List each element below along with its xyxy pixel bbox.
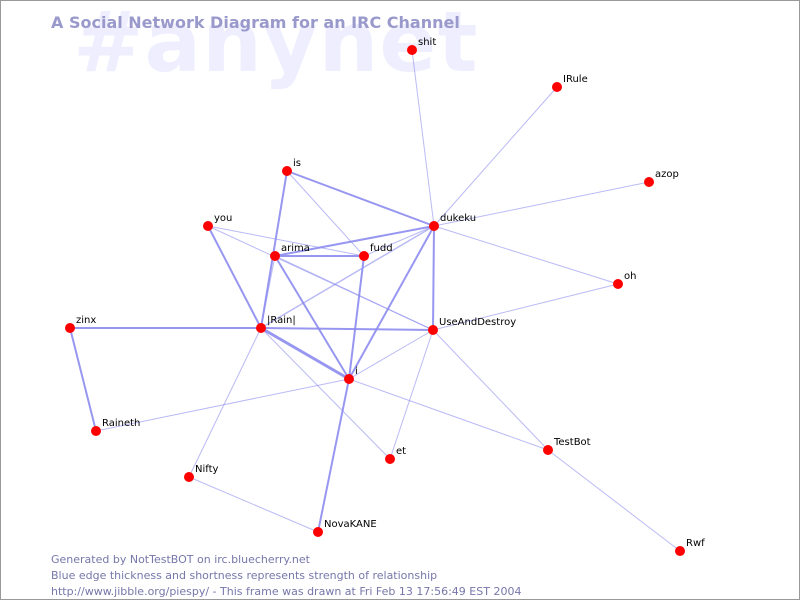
node-i: i [344, 366, 358, 384]
node-you: you [203, 213, 232, 231]
node-label: fudd [370, 243, 393, 254]
node-marker [344, 374, 354, 384]
edge-fudd-i [348, 255, 365, 380]
node-label: Raineth [102, 418, 140, 429]
node-marker [184, 472, 194, 482]
edge-i-raineth [95, 378, 350, 432]
edge-i-novakane [317, 378, 350, 533]
node-label: zinx [76, 315, 96, 326]
node-marker [313, 527, 323, 537]
node-label: Nifty [195, 464, 219, 475]
node-label: you [214, 213, 232, 224]
footer-legend-note: Blue edge thickness and shortness repres… [51, 569, 438, 582]
node-label: UseAndDestroy [439, 317, 516, 328]
edge-arima-useanddestroy [274, 255, 434, 331]
node-label: et [396, 446, 406, 457]
node-testbot: TestBot [543, 437, 591, 455]
edge-is-rain [260, 170, 288, 329]
edge-is-dukeku [286, 170, 435, 227]
node-oh: oh [613, 271, 636, 289]
edge-useanddestroy-et [389, 329, 434, 460]
edge-testbot-rwf [547, 449, 681, 552]
node-novakane: NovaKANE [313, 519, 377, 537]
node-label: IRule [563, 74, 588, 85]
node-zinx: zinx [65, 315, 96, 333]
node-shit: shit [407, 37, 436, 55]
node-marker [407, 45, 417, 55]
node-marker [428, 325, 438, 335]
edge-azop-dukeku [433, 181, 650, 227]
edge-i-testbot [348, 378, 549, 451]
node-label: is [293, 158, 301, 169]
node-marker [203, 221, 213, 231]
footer-generated-by: Generated by NotTestBOT on irc.bluecherr… [51, 553, 310, 566]
node-marker [256, 323, 266, 333]
node-useanddestroy: UseAndDestroy [428, 317, 516, 335]
node-label: Rwf [686, 538, 705, 549]
node-label: NovaKANE [324, 519, 377, 530]
node-arima: arima [270, 243, 310, 261]
edge-is-fudd [286, 170, 365, 257]
node-marker [644, 177, 654, 187]
edge-useanddestroy-i [348, 329, 434, 380]
node-rain: |Rain| [256, 315, 296, 333]
diagram-title: A Social Network Diagram for an IRC Chan… [51, 13, 460, 32]
node-marker [675, 546, 685, 556]
edge-you-rain [207, 225, 262, 329]
edge-dukeku-useanddestroy [432, 225, 435, 331]
node-irule: IRule [552, 74, 588, 92]
node-label: TestBot [553, 437, 591, 448]
node-is: is [282, 158, 301, 176]
footer-url-timestamp: http://www.jibble.org/piespy/ - This fra… [51, 585, 522, 598]
node-dukeku: dukeku [429, 213, 476, 231]
node-marker [359, 251, 369, 261]
node-et: et [385, 446, 406, 464]
node-label: dukeku [440, 213, 476, 224]
node-marker [270, 251, 280, 261]
edge-shit-dukeku [411, 49, 435, 227]
edge-useanddestroy-testbot [432, 329, 549, 451]
node-label: shit [418, 37, 436, 48]
node-azop: azop [644, 169, 679, 187]
node-label: |Rain| [267, 315, 296, 326]
node-nifty: Nifty [184, 464, 219, 482]
edge-arima-i [274, 255, 350, 380]
node-label: arima [281, 243, 310, 254]
edge-rain-i [260, 326, 350, 381]
edge-dukeku-i [348, 225, 435, 380]
edge-rain-nifty [188, 327, 262, 478]
node-fudd: fudd [359, 243, 393, 261]
node-raineth: Raineth [91, 418, 140, 436]
edge-layer [69, 49, 681, 552]
node-marker [552, 82, 562, 92]
node-marker [385, 454, 395, 464]
edge-rain-useanddestroy [260, 327, 434, 331]
node-label: oh [624, 271, 636, 282]
node-marker [91, 426, 101, 436]
edge-arima-dukeku [274, 225, 435, 257]
node-label: azop [655, 169, 679, 180]
edge-you-fudd [207, 225, 365, 257]
node-marker [65, 323, 75, 333]
edge-fudd-dukeku [363, 225, 435, 257]
edge-oh-useanddestroy [432, 283, 619, 331]
node-marker [613, 279, 623, 289]
edge-nifty-novakane [188, 476, 319, 533]
edge-irule-dukeku [433, 86, 558, 227]
node-marker [282, 166, 292, 176]
node-rwf: Rwf [675, 538, 705, 556]
edge-rain-et [260, 327, 391, 460]
node-marker [543, 445, 553, 455]
edge-zinx-raineth [69, 327, 97, 432]
edge-dukeku-oh [433, 225, 619, 285]
node-marker [429, 221, 439, 231]
edge-rain-dukeku [260, 225, 435, 329]
edge-arima-rain [260, 255, 276, 329]
node-label: i [355, 366, 358, 377]
